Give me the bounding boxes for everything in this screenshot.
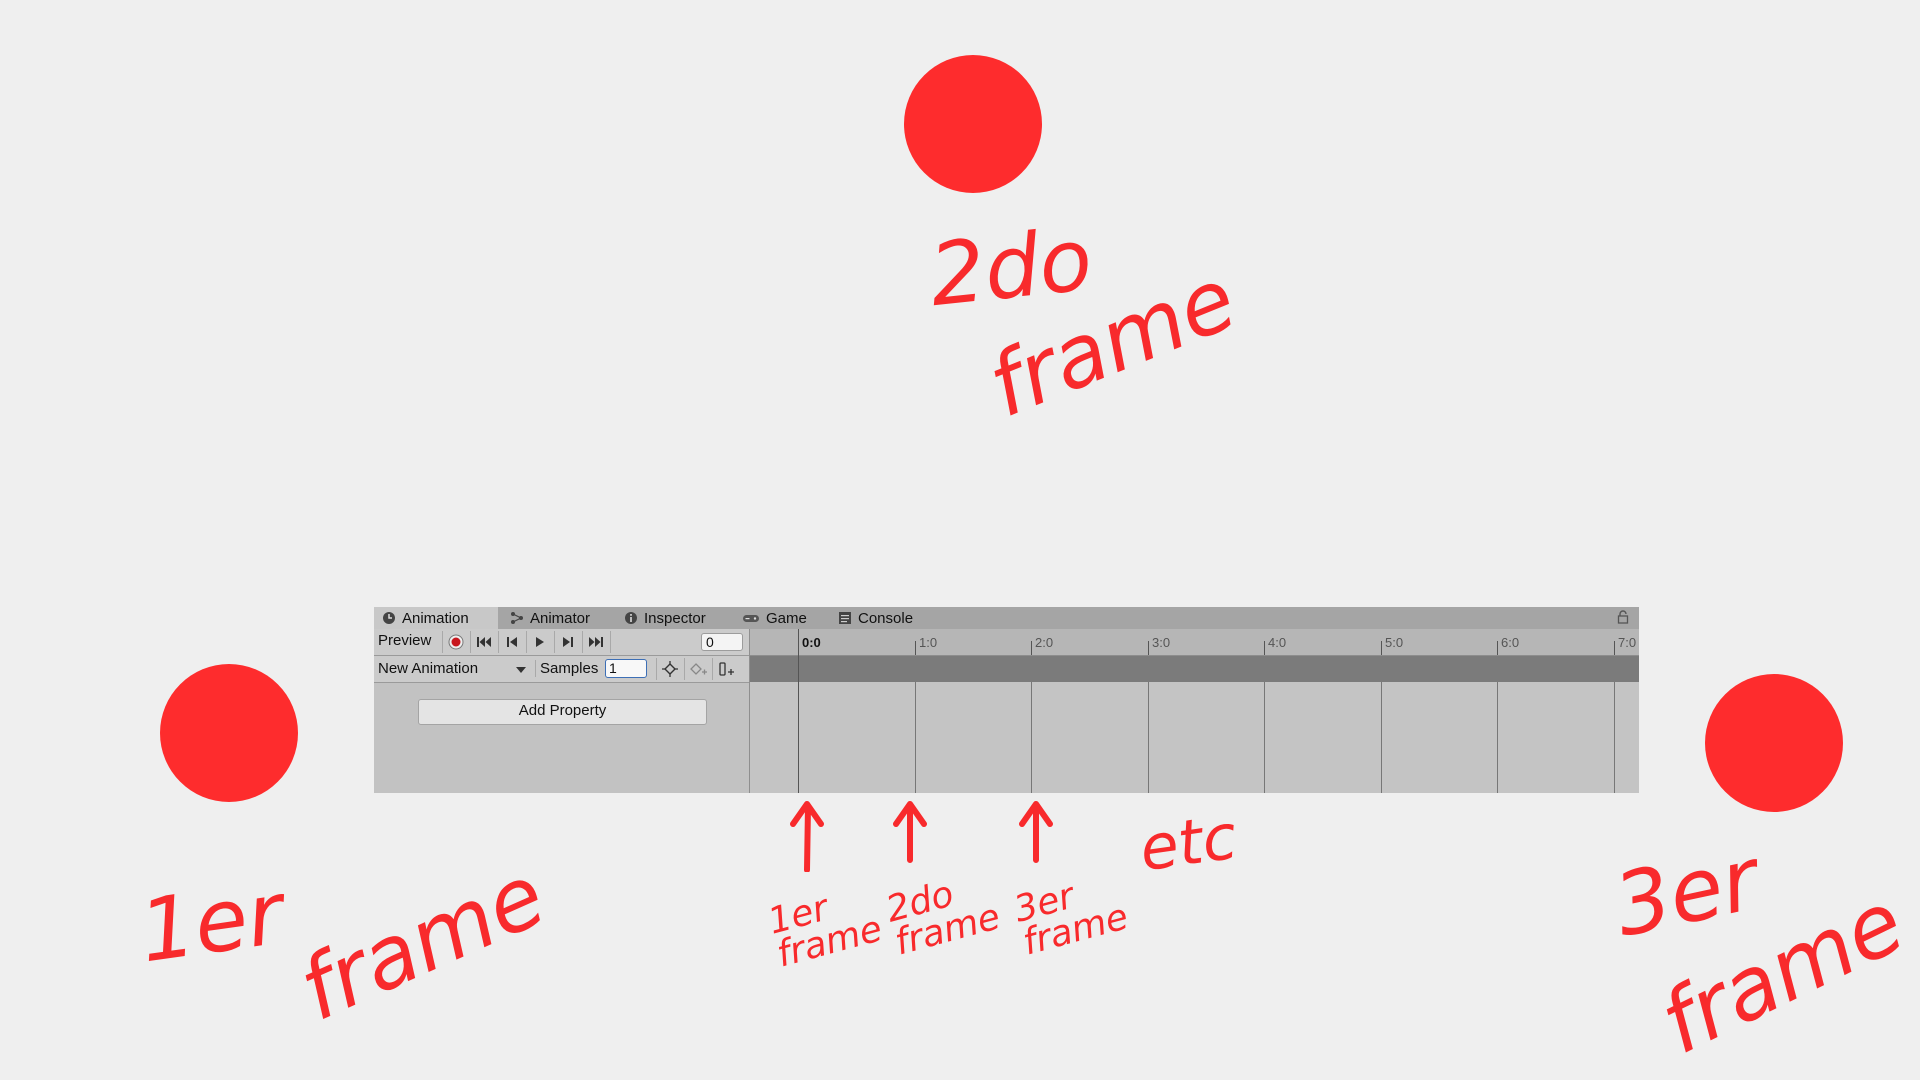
ruler-tick-label: 1:0 bbox=[919, 635, 938, 650]
arrow-up-icon bbox=[1016, 800, 1056, 872]
tab-bar: Animation Animator Inspector Game Consol… bbox=[374, 607, 1639, 629]
frame-grid-line bbox=[1148, 682, 1149, 793]
first-key-icon bbox=[476, 636, 492, 648]
frame-grid-line bbox=[1614, 682, 1615, 793]
frame-input[interactable]: 0 bbox=[701, 633, 743, 651]
frame-grid-line bbox=[1264, 682, 1265, 793]
first-key-button[interactable] bbox=[470, 631, 497, 653]
info-icon bbox=[624, 611, 638, 625]
last-key-button[interactable] bbox=[582, 631, 609, 653]
frame-grid-line bbox=[1381, 682, 1382, 793]
red-dot-first-frame bbox=[160, 664, 298, 802]
ruler-tick bbox=[1148, 641, 1149, 655]
ruler-tick-label: 7:0 bbox=[1618, 635, 1637, 650]
ruler-tick bbox=[1031, 641, 1032, 655]
toolbar-divider bbox=[610, 631, 612, 653]
next-key-icon bbox=[562, 636, 574, 648]
prev-key-icon bbox=[506, 636, 518, 648]
annotation-note-second-frame: 2do frame bbox=[881, 873, 1005, 964]
ruler-tick-label: 4:0 bbox=[1268, 635, 1287, 650]
lock-icon[interactable] bbox=[1617, 610, 1629, 624]
chevron-down-icon bbox=[516, 667, 526, 673]
next-key-button[interactable] bbox=[554, 631, 581, 653]
tab-label: Inspector bbox=[644, 609, 706, 627]
samples-input[interactable]: 1 bbox=[605, 659, 647, 678]
annotation-2do: 2do bbox=[925, 209, 1097, 327]
frame-grid-line bbox=[1497, 682, 1498, 793]
properties-panel: Preview bbox=[374, 629, 750, 793]
add-keyframe-button[interactable] bbox=[684, 658, 711, 680]
arrow-up-icon bbox=[890, 800, 930, 872]
ruler-tick bbox=[1381, 641, 1382, 655]
tab-animator[interactable]: Animator bbox=[502, 607, 598, 629]
add-event-button[interactable] bbox=[712, 658, 739, 680]
tab-console[interactable]: Console bbox=[830, 607, 921, 629]
ruler-tick-label: 3:0 bbox=[1152, 635, 1171, 650]
clip-dropdown[interactable]: New Animation bbox=[378, 660, 479, 677]
tab-inspector[interactable]: Inspector bbox=[616, 607, 714, 629]
annotation-1er: 1er bbox=[133, 863, 290, 983]
annotation-note-first-frame: 1er frame bbox=[763, 887, 887, 976]
crosshair-icon bbox=[662, 661, 678, 677]
frame-grid-line bbox=[1031, 682, 1032, 793]
ruler-tick-label: 6:0 bbox=[1501, 635, 1520, 650]
prev-key-button[interactable] bbox=[498, 631, 525, 653]
record-icon bbox=[448, 634, 464, 650]
annotation-note-third-frame: 3er frame bbox=[1009, 875, 1133, 964]
event-strip[interactable] bbox=[750, 656, 1639, 682]
red-dot-second-frame bbox=[904, 55, 1042, 193]
samples-label: Samples bbox=[535, 660, 598, 677]
annotation-3er: 3er bbox=[1606, 829, 1767, 957]
ruler-tick bbox=[1264, 641, 1265, 655]
tab-game[interactable]: Game bbox=[734, 607, 815, 629]
add-property-button[interactable]: Add Property bbox=[418, 699, 707, 725]
add-event-icon bbox=[717, 661, 735, 677]
tab-label: Console bbox=[858, 609, 914, 627]
clip-toolbar: New Animation Samples 1 bbox=[374, 656, 749, 683]
select-keys-button[interactable] bbox=[656, 658, 683, 680]
clock-icon bbox=[382, 611, 396, 625]
timeline[interactable]: 0:0 1:0 2:0 3:0 4:0 5:0 6:0 7:0 bbox=[750, 629, 1639, 793]
ruler-tick bbox=[1497, 641, 1498, 655]
ruler-tick bbox=[1614, 641, 1615, 655]
tab-label: Game bbox=[766, 609, 807, 627]
preview-button[interactable]: Preview bbox=[378, 632, 432, 649]
annotation-etc: etc bbox=[1135, 799, 1242, 886]
gamepad-icon bbox=[742, 611, 760, 625]
time-ruler[interactable]: 0:0 1:0 2:0 3:0 4:0 5:0 6:0 7:0 bbox=[750, 629, 1639, 656]
ruler-tick-label: 5:0 bbox=[1385, 635, 1404, 650]
red-dot-third-frame bbox=[1705, 674, 1843, 812]
ruler-tick-label: 2:0 bbox=[1035, 635, 1054, 650]
play-icon bbox=[535, 636, 545, 648]
playback-toolbar: Preview bbox=[374, 629, 749, 656]
frame-grid-line bbox=[915, 682, 916, 793]
last-key-icon bbox=[588, 636, 604, 648]
arrow-up-icon bbox=[787, 800, 827, 872]
playhead-line[interactable] bbox=[798, 629, 799, 793]
add-keyframe-icon bbox=[689, 661, 707, 677]
record-button[interactable] bbox=[442, 631, 469, 653]
tab-label: Animation bbox=[402, 609, 469, 627]
ruler-tick bbox=[915, 641, 916, 655]
tab-label: Animator bbox=[530, 609, 591, 627]
console-icon bbox=[838, 611, 852, 625]
annotation-1er-frame: frame bbox=[285, 845, 560, 1041]
play-button[interactable] bbox=[526, 631, 553, 653]
ruler-tick-label: 0:0 bbox=[802, 635, 821, 650]
tab-animation[interactable]: Animation bbox=[374, 607, 498, 629]
node-graph-icon bbox=[510, 611, 524, 625]
animation-window: Animation Animator Inspector Game Consol… bbox=[374, 607, 1639, 793]
